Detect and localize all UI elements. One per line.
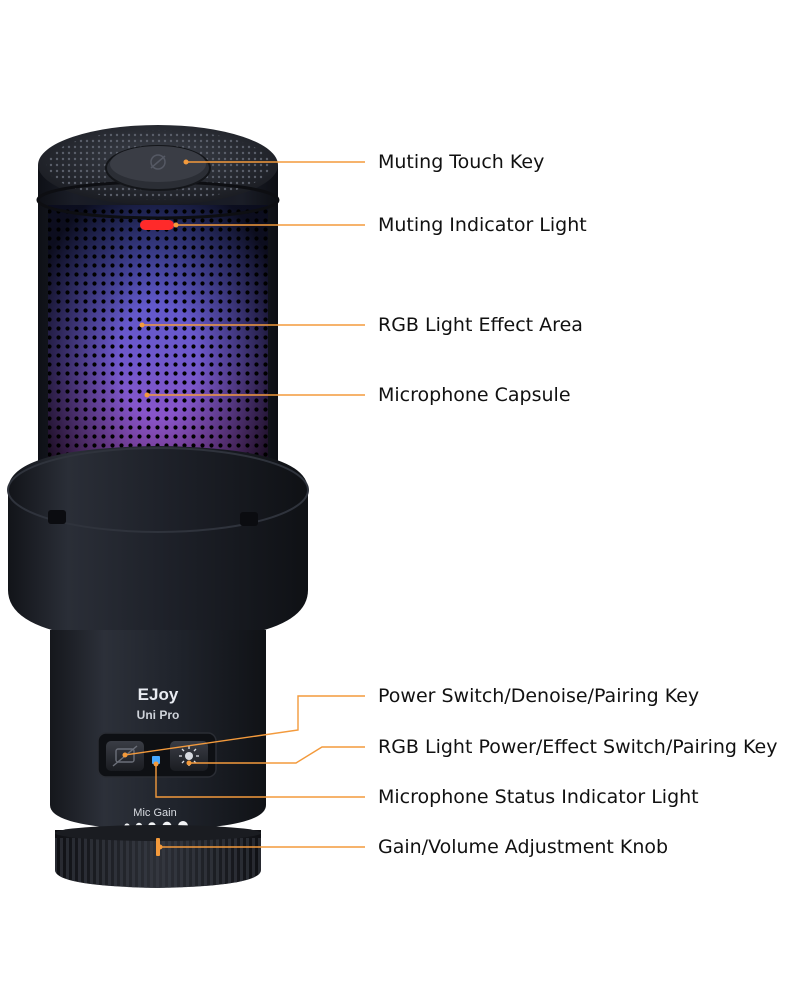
brand-name: EJoy (138, 685, 179, 704)
sun-icon (179, 746, 199, 766)
callout-rgb-light-key: RGB Light Power/Effect Switch/Pairing Ke… (378, 736, 778, 758)
callout-power-switch-key: Power Switch/Denoise/Pairing Key (378, 685, 700, 707)
microphone-base (50, 630, 266, 830)
leader-dots (122, 159, 192, 850)
callout-status-indicator-light: Microphone Status Indicator Light (378, 786, 699, 808)
leader-line-status-light (155, 764, 365, 798)
callout-rgb-light-effect-area: RGB Light Effect Area (378, 314, 583, 336)
leader-line-rgb-key (189, 746, 365, 764)
microphone-collar (7, 446, 309, 642)
microphone-status-indicator-light (152, 756, 160, 764)
mic-mute-icon (150, 154, 166, 170)
mic-gain-caption: Mic Gain (133, 807, 176, 819)
leader-lines (124, 161, 365, 848)
muting-touch-key[interactable] (105, 145, 211, 191)
model-name: Uni Pro (137, 708, 180, 722)
gain-volume-adjustment-knob[interactable] (55, 825, 261, 888)
leader-line-power-key (124, 695, 365, 756)
callout-gain-volume-knob: Gain/Volume Adjustment Knob (378, 836, 669, 858)
muting-indicator-light (140, 220, 174, 230)
callout-muting-touch-key: Muting Touch Key (378, 151, 545, 173)
callout-microphone-capsule: Microphone Capsule (378, 384, 571, 406)
callout-muting-indicator-light: Muting Indicator Light (378, 214, 587, 236)
